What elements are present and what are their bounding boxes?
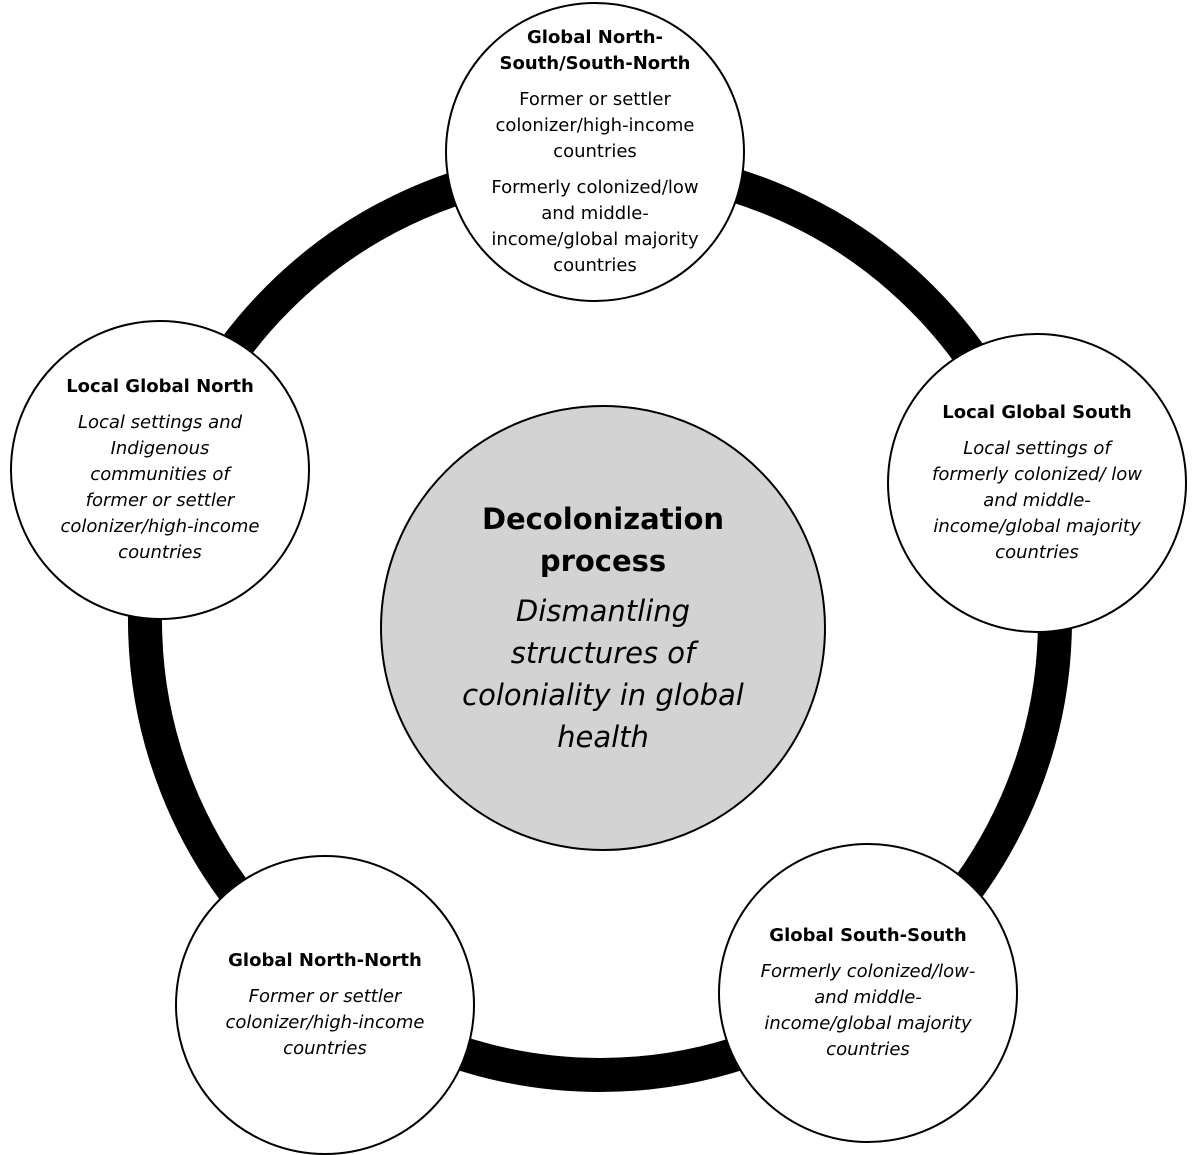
node-title: Global South-South [769, 925, 967, 946]
node-local-global-north: Local Global North Local settings and In… [10, 320, 310, 620]
center-content: Decolonization process Dismantling struc… [443, 498, 763, 758]
center-decolonization-process: Decolonization process Dismantling struc… [380, 405, 826, 851]
node-global-north-south: Global North-South/South-North Former or… [445, 2, 745, 302]
node-title: Local Global South [942, 402, 1132, 423]
node-title: Local Global North [66, 376, 254, 397]
node-title: Global North-South/South-North [499, 27, 691, 74]
node-content: Global North-North Former or settler col… [220, 948, 430, 1062]
node-description: Local settings and Indigenous communitie… [60, 412, 260, 563]
node-global-south-south: Global South-South Formerly colonized/lo… [718, 843, 1018, 1143]
node-content: Global South-South Formerly colonized/lo… [758, 923, 978, 1063]
node-global-north-north: Global North-North Former or settler col… [175, 855, 475, 1155]
node-title: Global North-North [228, 950, 422, 971]
center-title: Decolonization process [481, 502, 725, 578]
node-description: Formerly colonized/low-and middle-income… [760, 961, 976, 1060]
node-local-global-south: Local Global South Local settings of for… [887, 333, 1187, 633]
node-description: Former or settler colonizer/high-income … [225, 986, 425, 1059]
node-content: Global North-South/South-North Former or… [485, 25, 705, 279]
node-content: Local Global North Local settings and In… [60, 374, 260, 566]
node-content: Local Global South Local settings of for… [932, 400, 1142, 566]
center-subtitle: Dismantling structures of coloniality in… [462, 594, 744, 754]
node-description: Local settings of formerly colonized/ lo… [932, 438, 1142, 563]
node-text-formerly-colonized: Formerly colonized/low and middle-income… [491, 177, 699, 276]
node-text-former-colonizer: Former or settler colonizer/high-income … [495, 89, 695, 162]
